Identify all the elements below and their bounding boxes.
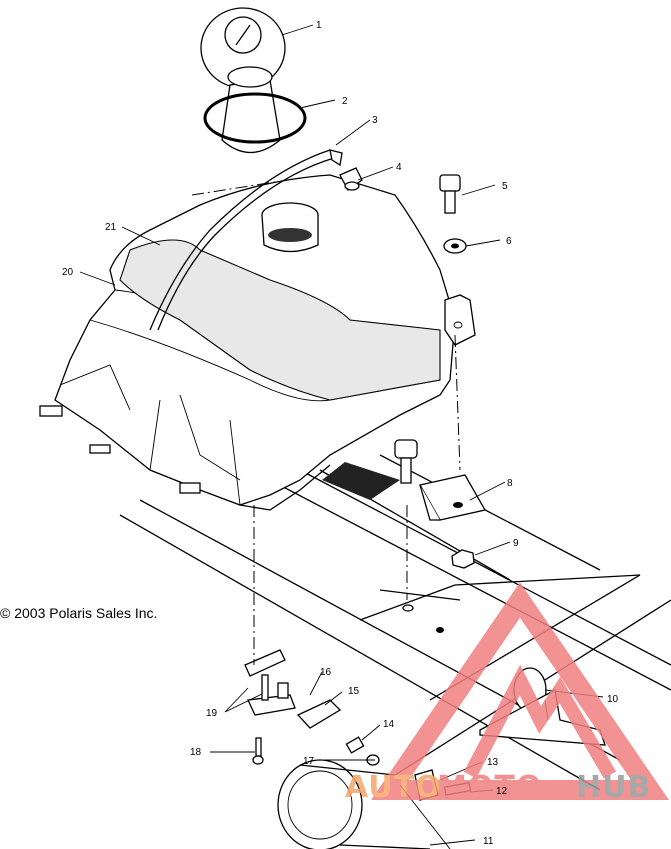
callout-20: 20 bbox=[62, 267, 74, 278]
callout-18: 18 bbox=[190, 747, 202, 758]
nut-9 bbox=[451, 549, 475, 569]
frame-rails bbox=[119, 454, 671, 791]
callout-12: 12 bbox=[496, 786, 508, 797]
callout-15: 15 bbox=[348, 686, 360, 697]
callout-4: 4 bbox=[396, 162, 402, 173]
frame-holes bbox=[402, 604, 444, 633]
callout-10: 10 bbox=[607, 694, 619, 705]
centre-lines bbox=[191, 181, 461, 665]
callout-17: 17 bbox=[303, 756, 315, 767]
fuel-tank bbox=[39, 174, 476, 511]
strap-dark bbox=[322, 462, 400, 500]
automotohub-watermark: AUTO MOTO HUB bbox=[345, 582, 669, 805]
fuel-cap-1 bbox=[200, 7, 286, 153]
watermark-triangle-outer bbox=[371, 582, 669, 800]
callout-14: 14 bbox=[383, 719, 395, 730]
callout-19: 19 bbox=[206, 708, 218, 719]
callout-2: 2 bbox=[342, 96, 348, 107]
fitting-4 bbox=[339, 167, 363, 191]
callout-9: 9 bbox=[513, 538, 519, 549]
callout-16: 16 bbox=[320, 667, 332, 678]
watermark-auto: AUTO bbox=[345, 770, 442, 805]
washer-6 bbox=[443, 238, 467, 254]
fitting-14 bbox=[345, 736, 365, 754]
bolt-lower bbox=[394, 439, 418, 484]
callout-11: 11 bbox=[483, 836, 494, 847]
connector-16 bbox=[296, 699, 342, 729]
watermark-moto: MOTO bbox=[437, 770, 542, 805]
callout-6: 6 bbox=[506, 236, 512, 247]
copyright-notice: © 2003 Polaris Sales Inc. bbox=[0, 605, 157, 621]
frame-tube-11 bbox=[277, 759, 451, 849]
screw-18 bbox=[252, 737, 264, 765]
vent-hose-3 bbox=[149, 149, 343, 331]
bracket-19 bbox=[244, 649, 296, 716]
callout-5: 5 bbox=[502, 181, 508, 192]
watermark-m-shape bbox=[463, 664, 617, 779]
callout-8: 8 bbox=[507, 478, 513, 489]
callout-3: 3 bbox=[372, 115, 378, 126]
callout-21: 21 bbox=[105, 222, 117, 233]
watermark-hub: HUB bbox=[576, 770, 651, 805]
leader-lines bbox=[79, 24, 604, 846]
bolt-5 bbox=[439, 174, 461, 214]
o-ring-2 bbox=[203, 92, 307, 144]
callout-1: 1 bbox=[316, 20, 322, 31]
tank-pad-21 bbox=[119, 239, 441, 401]
callout-13: 13 bbox=[487, 757, 499, 768]
bracket-8 bbox=[418, 474, 487, 521]
